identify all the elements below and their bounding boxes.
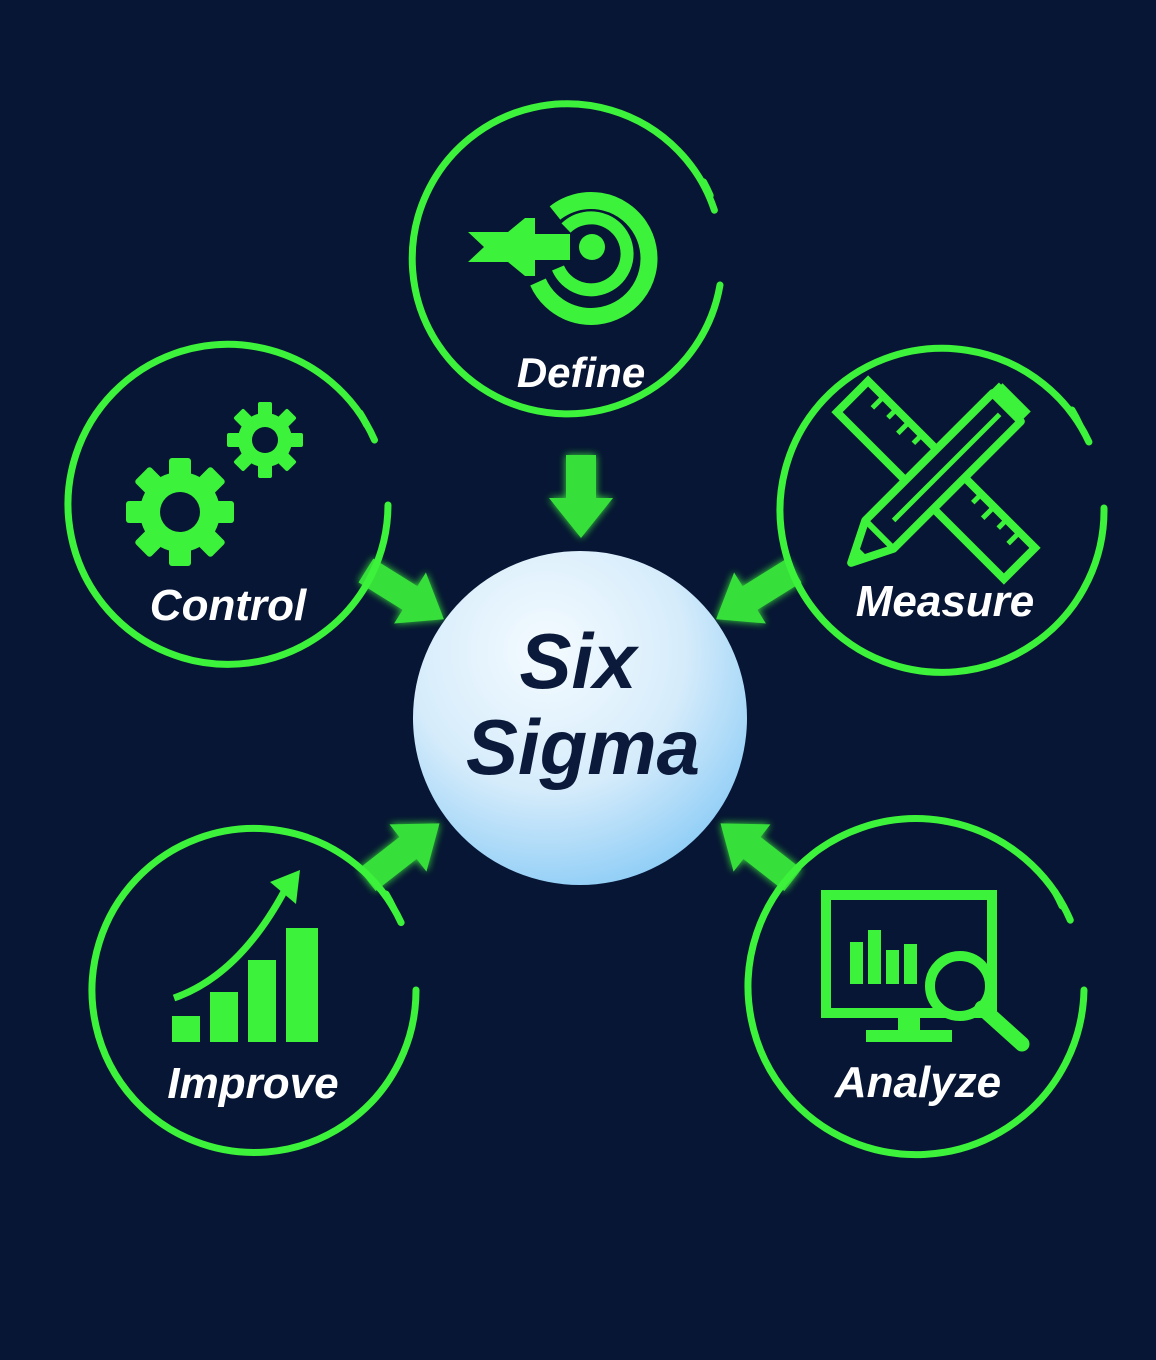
ruler-pencil-icon (831, 375, 1041, 585)
phase-label-analyze: Analyze (834, 1058, 1001, 1107)
phase-measure: Measure (776, 344, 1108, 676)
gears-icon (126, 402, 303, 566)
phase-analyze: Analyze (744, 815, 1088, 1159)
phase-improve: Improve (88, 825, 420, 1156)
arrows (358, 455, 802, 892)
center-node: Six Sigma (413, 551, 747, 885)
target-arrow-icon (468, 191, 658, 325)
phase-label-control: Control (150, 581, 307, 630)
arrow-analyze-to-center (720, 823, 802, 892)
center-title-line2: Sigma (466, 703, 700, 791)
arrow-improve-to-center (358, 823, 440, 892)
phase-define: Define (408, 100, 724, 418)
monitor-magnifier-icon (821, 890, 1030, 1052)
phase-control: Control (64, 340, 392, 668)
arrow-define-to-center (549, 455, 613, 538)
arrow-control-to-center (358, 558, 444, 624)
center-title-line1: Six (519, 617, 640, 705)
rising-bar-chart-icon (172, 870, 318, 1042)
arrow-measure-to-center (716, 558, 802, 624)
phase-label-improve: Improve (167, 1059, 338, 1108)
phase-label-define: Define (517, 349, 645, 396)
phase-label-measure: Measure (856, 577, 1035, 626)
